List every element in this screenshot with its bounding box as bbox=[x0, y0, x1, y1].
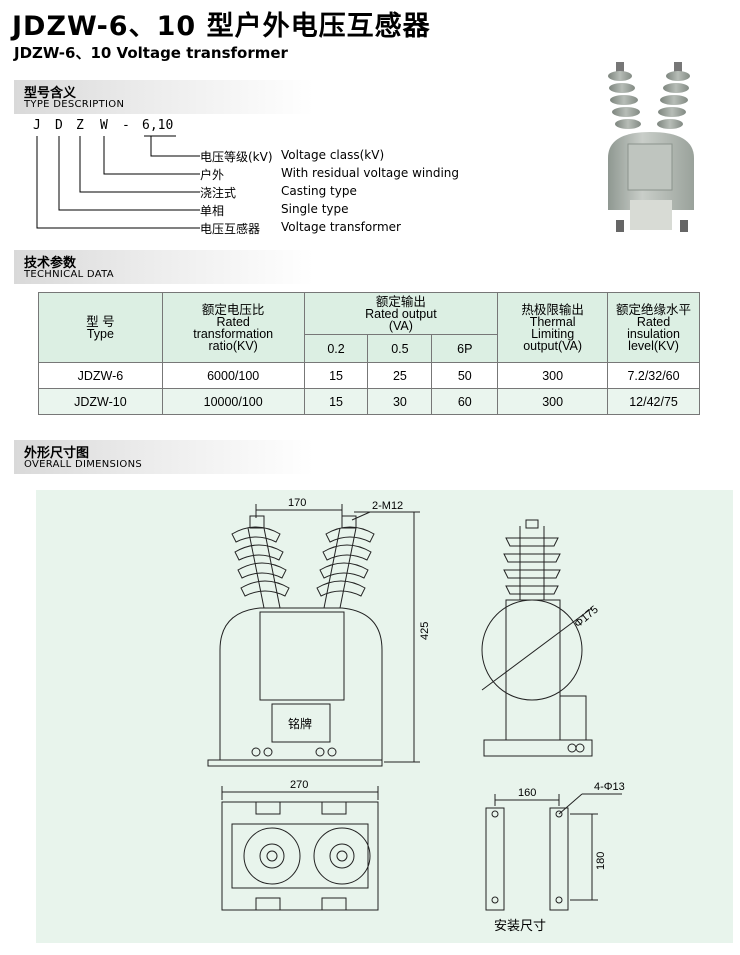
cell-output-05: 30 bbox=[367, 388, 433, 415]
cell-output-6p: 50 bbox=[431, 362, 499, 389]
cell-type: JDZW-10 bbox=[38, 388, 163, 415]
header-insulation-en: level(KV) bbox=[628, 338, 679, 353]
side-body-circle bbox=[481, 599, 583, 701]
code-letter-d: D bbox=[55, 118, 63, 133]
header-insulation-en: insulation bbox=[627, 326, 680, 341]
nameplate-label: 铭牌 bbox=[288, 716, 312, 731]
code-letter-w: W bbox=[100, 118, 108, 133]
cell-ratio: 6000/100 bbox=[161, 362, 305, 389]
install-dimensions-label: 安装尺寸 bbox=[494, 918, 546, 933]
header-output-en: (VA) bbox=[388, 318, 413, 333]
section-type-description: 型号含义 TYPE DESCRIPTION bbox=[14, 80, 314, 114]
header-type-cn: 型 号 bbox=[86, 314, 115, 329]
header-output-en: Rated output bbox=[365, 306, 437, 321]
header-thermal-cn: 热极限输出 bbox=[521, 302, 584, 317]
cell-thermal: 300 bbox=[497, 362, 609, 389]
cell-output-02: 15 bbox=[303, 388, 369, 415]
table-header-row: 型 号 Type 额定电压比 Rated transformation rati… bbox=[38, 292, 700, 363]
nameplate-box bbox=[271, 703, 331, 743]
header-thermal-en: output(VA) bbox=[523, 338, 583, 353]
cell-thermal: 300 bbox=[497, 388, 609, 415]
phi175-leader bbox=[481, 607, 593, 691]
header-output-cn: 额定输出 bbox=[375, 294, 426, 309]
code-letter-z: Z bbox=[76, 118, 84, 133]
section-heading-en: TECHNICAL DATA bbox=[24, 269, 114, 280]
section-overall-dimensions: 外形尺寸图 OVERALL DIMENSIONS bbox=[14, 440, 314, 474]
header-output-02: 0.2 bbox=[303, 334, 369, 363]
code-item-cn: 电压互感器 bbox=[200, 222, 261, 236]
left-bushing bbox=[231, 515, 290, 609]
header-ratio-en: transformation bbox=[193, 326, 274, 341]
section-bar bbox=[14, 80, 314, 114]
page-title: JDZW-6、10 型户外电压互感器 bbox=[12, 11, 431, 42]
code-voltage: 6,10 bbox=[142, 118, 174, 133]
section-heading-cn: 型号含义 bbox=[24, 86, 77, 101]
code-item-en: Voltage class(kV) bbox=[281, 148, 385, 162]
section-bar bbox=[14, 250, 314, 284]
code-item-en: Casting type bbox=[281, 184, 357, 198]
dim-160: 160 bbox=[518, 787, 536, 799]
code-item-en: Voltage transformer bbox=[281, 220, 401, 234]
cell-insulation: 12/42/75 bbox=[607, 388, 700, 415]
label-4-phi13: 4-Φ13 bbox=[594, 781, 625, 793]
table-row: JDZW-10 10000/100 15 30 60 300 12/42/75 bbox=[38, 388, 700, 415]
code-item-en: Single type bbox=[281, 202, 349, 216]
dimension-drawing-svg: 170 2-M12 425 铭牌 270 Φ175 160 4-Φ13 180 … bbox=[207, 497, 625, 933]
section-heading-cn: 外形尺寸图 bbox=[24, 446, 90, 461]
header-thermal-en: Limiting bbox=[531, 326, 575, 341]
header-ratio-cn: 额定电压比 bbox=[201, 302, 265, 317]
header-type: 型 号 Type bbox=[38, 292, 163, 363]
dim-phi175: Φ175 bbox=[572, 604, 601, 631]
header-output-6p: 6P bbox=[431, 334, 499, 363]
code-item-cn: 单相 bbox=[200, 204, 225, 218]
cell-ratio: 10000/100 bbox=[161, 388, 305, 415]
header-output-05: 0.5 bbox=[367, 334, 433, 363]
section-heading-cn: 技术参数 bbox=[24, 256, 77, 271]
dim-180: 180 bbox=[595, 852, 607, 870]
header-thermal: 热极限输出 Thermal Limiting output(VA) bbox=[497, 292, 609, 363]
section-technical-data: 技术参数 TECHNICAL DATA bbox=[14, 250, 314, 284]
right-bushing bbox=[316, 515, 375, 609]
code-item-cn: 电压等级(kV) bbox=[200, 150, 273, 164]
code-item-cn: 浇注式 bbox=[200, 186, 237, 200]
type-code-diagram: J D Z W - 6,10 电压等级(kV) Voltage class(kV… bbox=[0, 118, 460, 243]
header-ratio-en: ratio(KV) bbox=[208, 338, 258, 353]
section-heading-en: OVERALL DIMENSIONS bbox=[24, 459, 143, 470]
dim-270: 270 bbox=[290, 779, 308, 791]
page-subtitle: JDZW-6、10 Voltage transformer bbox=[14, 44, 288, 62]
header-insulation: 额定绝缘水平 Rated insulation level(KV) bbox=[607, 292, 700, 363]
header-output: 额定输出 Rated output (VA) bbox=[303, 292, 499, 335]
code-item-en: With residual voltage winding bbox=[281, 166, 460, 180]
dimension-drawing: 170 2-M12 425 铭牌 270 Φ175 160 4-Φ13 180 … bbox=[36, 490, 733, 943]
header-ratio-en: Rated bbox=[216, 314, 250, 329]
cell-insulation: 7.2/32/60 bbox=[607, 362, 700, 389]
label-2-m12: 2-M12 bbox=[372, 500, 403, 512]
header-insulation-en: Rated bbox=[636, 314, 671, 329]
cell-output-02: 15 bbox=[303, 362, 369, 389]
header-type-en: Type bbox=[86, 326, 114, 341]
header-insulation-cn: 额定绝缘水平 bbox=[616, 302, 692, 317]
technical-data-table: 型 号 Type 额定电压比 Rated transformation rati… bbox=[38, 292, 700, 415]
cell-type: JDZW-6 bbox=[38, 362, 163, 389]
dim-425: 425 bbox=[419, 622, 431, 640]
code-leader-lines bbox=[36, 135, 200, 229]
front-body-outline bbox=[219, 607, 383, 760]
dim-170: 170 bbox=[288, 497, 306, 509]
code-letter-j: J bbox=[33, 118, 41, 133]
section-bar bbox=[14, 440, 314, 474]
header-ratio: 额定电压比 Rated transformation ratio(KV) bbox=[161, 292, 305, 363]
table-row: JDZW-6 6000/100 15 25 50 300 7.2/32/60 bbox=[38, 362, 700, 389]
cell-output-05: 25 bbox=[367, 362, 433, 389]
header-thermal-en: Thermal bbox=[529, 314, 576, 329]
cell-output-6p: 60 bbox=[431, 388, 499, 415]
code-dash: - bbox=[122, 118, 130, 133]
code-item-cn: 户外 bbox=[200, 168, 225, 182]
top-view-outline bbox=[221, 801, 379, 911]
section-heading-en: TYPE DESCRIPTION bbox=[24, 99, 125, 110]
product-photo bbox=[608, 62, 694, 232]
front-panel bbox=[259, 611, 345, 701]
